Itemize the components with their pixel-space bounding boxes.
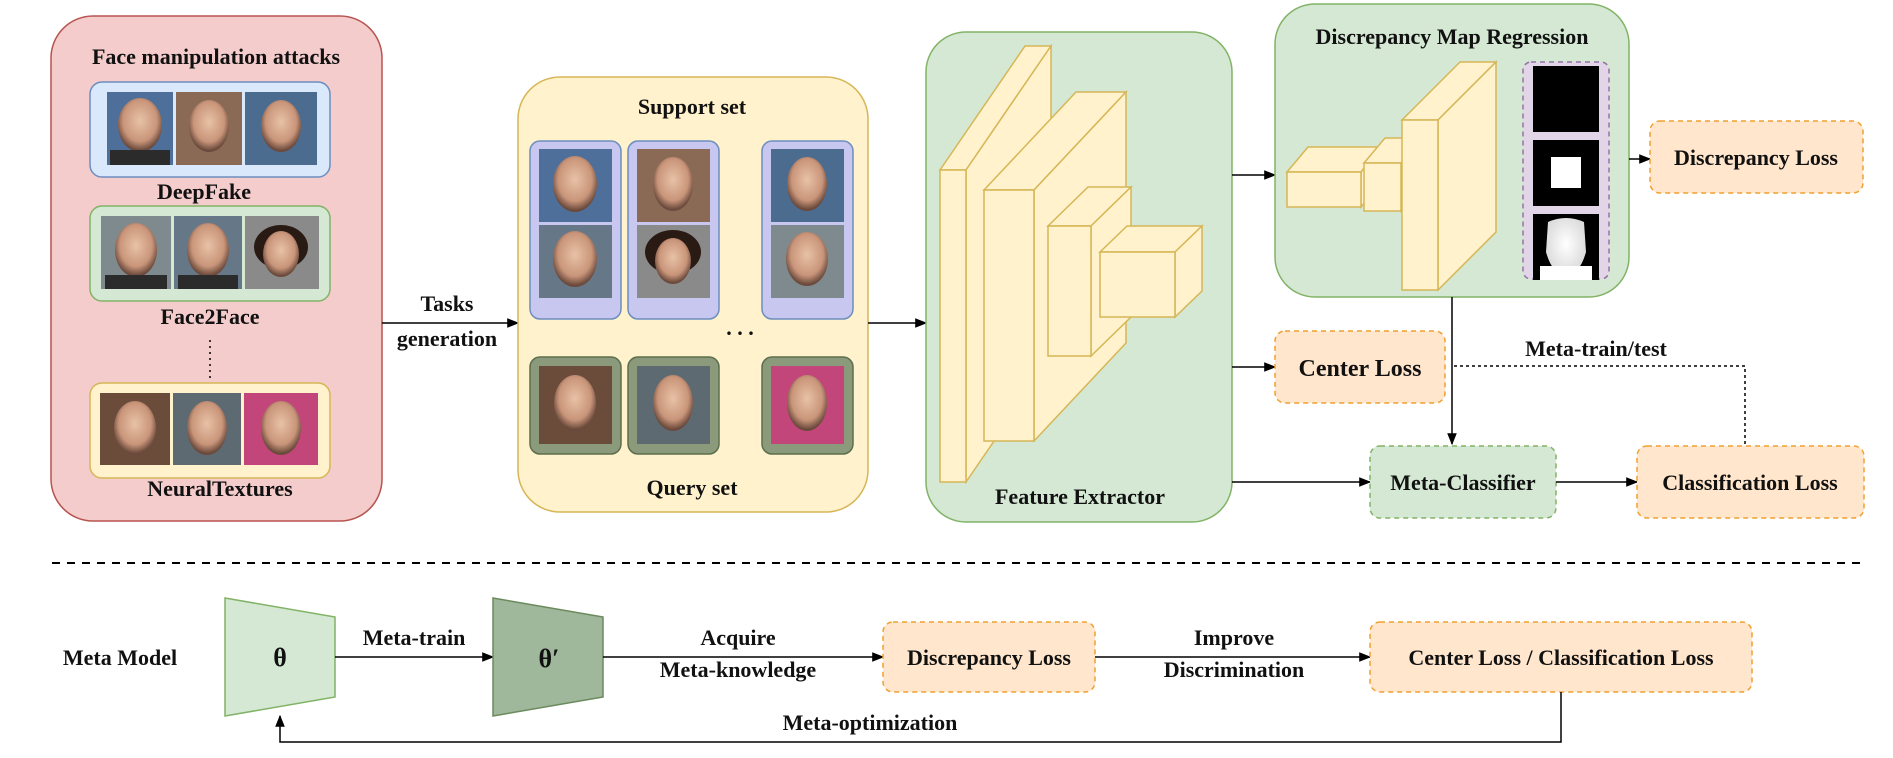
support-face-3a — [771, 149, 844, 222]
query-face-3 — [771, 366, 844, 444]
deepfake-face-1 — [107, 92, 173, 165]
center-classification-loss-label: Center Loss / Classification Loss — [1408, 645, 1714, 670]
center-loss-box: Center Loss — [1274, 330, 1446, 404]
discrepancy-map-panel: Discrepancy Map Regression — [1274, 3, 1630, 298]
feature-extractor-panel: Feature Extractor — [925, 31, 1233, 523]
deepfake-label: DeepFake — [157, 179, 251, 204]
support-set-label: Support set — [638, 94, 747, 119]
attacks-panel: Face manipulation attacks DeepFake Face2… — [50, 15, 383, 522]
classification-loss-box: Classification Loss — [1636, 445, 1865, 519]
neural-face-1 — [100, 393, 170, 465]
meta-train-test-label: Meta-train/test — [1525, 336, 1667, 361]
improve-line1: Improve — [1194, 625, 1274, 650]
theta-trapezoid: θ — [224, 597, 336, 717]
meta-classifier-label: Meta-Classifier — [1390, 470, 1536, 495]
face2face-face-2 — [174, 216, 242, 289]
query-face-1 — [539, 366, 612, 444]
meta-model-label: Meta Model — [63, 645, 177, 670]
support-face-3b — [771, 225, 844, 298]
center-loss-label: Center Loss — [1299, 356, 1422, 382]
deepfake-face-3 — [245, 92, 317, 165]
tasks-label-line1: Tasks — [420, 291, 473, 316]
face2face-face-3 — [245, 216, 319, 289]
attacks-title: Face manipulation attacks — [92, 44, 341, 69]
theta-prime-trapezoid: θ′ — [492, 597, 604, 717]
query-set-label: Query set — [646, 475, 738, 500]
mask-all-black — [1533, 66, 1599, 132]
decoder-cube-3 — [1400, 60, 1498, 292]
mask-face-shape — [1533, 214, 1599, 280]
tasks-label-line2: generation — [397, 326, 497, 351]
improve-line2: Discrimination — [1164, 657, 1305, 682]
face2face-label: Face2Face — [161, 304, 260, 329]
support-face-2a — [637, 149, 710, 222]
feature-cube-4 — [1098, 224, 1204, 319]
query-face-2 — [637, 366, 710, 444]
task-set-panel: Support set . . . Query set — [517, 76, 869, 513]
tasks-generation-arrow: Tasks generation — [382, 291, 520, 351]
meta-optimization-label: Meta-optimization — [783, 710, 958, 735]
meta-optimization-feedback: Meta-optimization — [275, 692, 1562, 743]
meta-train-test-feedback: Meta-train/test — [1452, 336, 1746, 444]
theta-prime-symbol: θ′ — [539, 644, 560, 673]
support-face-1a — [539, 149, 612, 222]
bottom-discrepancy-loss-label: Discrepancy Loss — [907, 645, 1071, 670]
acquire-line1: Acquire — [700, 625, 776, 650]
center-classification-loss-box: Center Loss / Classification Loss — [1369, 621, 1753, 693]
discrepancy-map-title: Discrepancy Map Regression — [1316, 24, 1589, 49]
meta-classifier-box: Meta-Classifier — [1369, 445, 1557, 519]
neural-face-3 — [244, 393, 318, 465]
support-face-1b — [539, 225, 612, 298]
neuraltextures-label: NeuralTextures — [147, 476, 293, 501]
mask-square — [1533, 140, 1599, 206]
meta-train-label: Meta-train — [363, 625, 466, 650]
acquire-line2: Meta-knowledge — [660, 657, 817, 682]
face2face-face-1 — [101, 216, 171, 289]
classification-loss-label: Classification Loss — [1662, 470, 1838, 495]
neural-face-2 — [173, 393, 241, 465]
bottom-discrepancy-loss-box: Discrepancy Loss — [882, 621, 1096, 693]
deepfake-face-2 — [176, 92, 242, 165]
discrepancy-loss-box: Discrepancy Loss — [1649, 120, 1864, 194]
support-face-2b — [637, 225, 710, 298]
theta-symbol: θ — [273, 643, 287, 672]
support-ellipsis: . . . — [726, 315, 754, 340]
feature-extractor-label: Feature Extractor — [995, 484, 1165, 509]
discrepancy-loss-label: Discrepancy Loss — [1674, 145, 1838, 170]
